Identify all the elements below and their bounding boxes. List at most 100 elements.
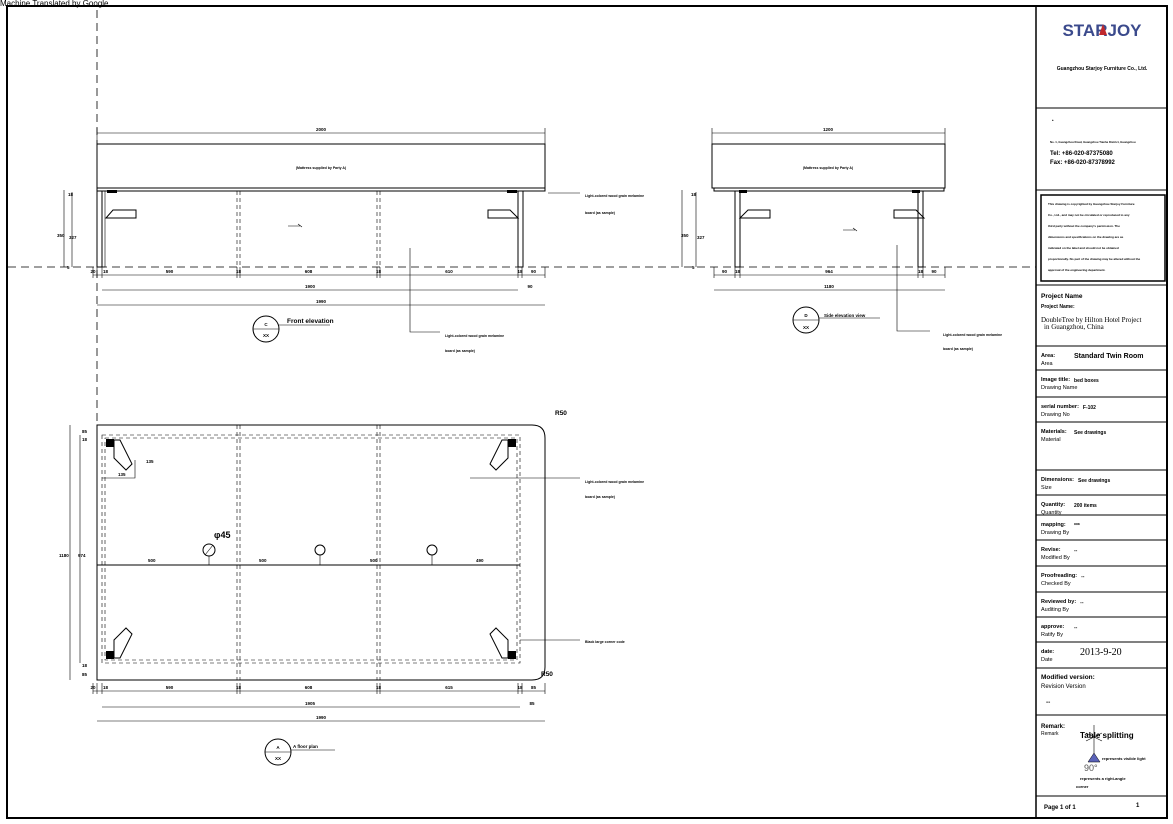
field-label: Project Name: [1041, 304, 1075, 310]
field-label: Project Name [1041, 293, 1083, 300]
dimension-value: 615 [445, 685, 453, 690]
dim-5: 5 [692, 265, 695, 270]
mattress-note: (Mattress supplied by Party A) [803, 166, 853, 170]
revise-label-en: Modified By [1041, 555, 1070, 561]
date-label: date: [1041, 649, 1054, 655]
dim-327: 327 [697, 235, 705, 240]
dim-5: 5 [67, 265, 70, 270]
serial-label-en: Drawing No [1041, 412, 1070, 418]
mapping-value: *** [1074, 523, 1080, 529]
view-ref: XX [803, 325, 809, 330]
dim-18: 18 [82, 437, 88, 442]
dim-135: 135 [118, 472, 126, 477]
dim-85: 85 [529, 701, 535, 706]
dim-18: 18 [691, 192, 697, 197]
corner-bracket [738, 209, 771, 219]
view-letter: A [276, 745, 280, 750]
remark-label: Remark: [1041, 724, 1065, 730]
quantity-label: Quantity: [1041, 502, 1065, 508]
dim-1180: 1180 [59, 553, 69, 558]
materials-label: Materials: [1041, 429, 1067, 435]
corner-bracket [113, 627, 133, 659]
dimensions-value: See drawings [1078, 478, 1110, 484]
front-elevation: 2000 (Mattress supplied by Party A) 18 3… [57, 127, 644, 353]
dimension-value: 90 [931, 269, 937, 274]
dimension-value: 18 [103, 269, 109, 274]
view-letter: D [804, 313, 808, 318]
copyright-text: Co., Ltd., and may not be circulated or … [1048, 213, 1130, 217]
title-block: STARJOY Guangzhou Starjoy Furniture Co.,… [1035, 6, 1167, 818]
dimension-value: 20 [90, 269, 96, 274]
leader-text: board (as sample) [585, 211, 615, 215]
copyright-text: proportionally. No part of the drawing m… [1048, 257, 1140, 261]
leader-text: Light-colored wood grain melamine [445, 334, 504, 338]
mapping-label-en: Drawing By [1041, 530, 1069, 536]
copyright-text: dimensions and specifications on the dra… [1048, 235, 1124, 239]
copyright-text: This drawing is copyrighted by Guangzhou… [1048, 202, 1135, 206]
copyright-text: approval of the engineering department. [1048, 268, 1106, 272]
copyright-text: indicated on the label and should not be… [1048, 246, 1119, 250]
leader-text: board (as sample) [585, 495, 615, 499]
proof-label: Proofreading: [1041, 573, 1077, 579]
view-title: Side elevation view [824, 313, 866, 318]
dimension-value: 18 [236, 269, 242, 274]
modified-label: Modified version: [1041, 674, 1095, 681]
leader-text: Light-colored wood grain melamine [585, 194, 644, 198]
area-label: Area: [1041, 353, 1055, 359]
corner-bracket [104, 209, 137, 219]
materials-value: See drawings [1074, 430, 1106, 436]
area-label-en: Area [1041, 361, 1054, 367]
image_title-label: Image title: [1041, 377, 1070, 383]
dimension-value: 590 [166, 269, 174, 274]
materials-label-en: Material [1041, 437, 1061, 443]
view-ref: XX [275, 756, 281, 761]
modified-label-en: Revision Version [1041, 684, 1086, 690]
dim-85: 85 [82, 429, 88, 434]
dim-hole-diameter: φ45 [214, 530, 230, 540]
leader-text: Light-colored wood grain melamine [585, 480, 644, 484]
dim-85: 85 [82, 672, 88, 677]
dimension-value: 590 [166, 685, 174, 690]
dimension-value: 20 [90, 685, 96, 690]
dim-1180: 1180 [824, 284, 834, 289]
approve-value: -- [1074, 625, 1078, 631]
dim-350: 350 [681, 233, 689, 238]
dimension-value: 18 [376, 269, 382, 274]
copyright-text: third party without the company's permis… [1048, 224, 1120, 228]
remark-text: represents visible light [1102, 756, 1146, 761]
company-fax: Fax: +86-020-87378992 [1050, 160, 1116, 166]
corner-bracket [113, 439, 133, 471]
corner-bracket [489, 627, 509, 659]
view-letter: C [264, 322, 268, 327]
area-value: Standard Twin Room [1074, 353, 1143, 360]
leader-text: board (as sample) [943, 347, 973, 351]
company-tel: Tel: +86-020-87375080 [1050, 151, 1113, 157]
vent-hole [426, 544, 438, 556]
dim-90: 90 [527, 284, 533, 289]
dim-327: 327 [69, 235, 77, 240]
mattress-note: (Mattress supplied by Party A) [296, 166, 346, 170]
serial-label: serial number: [1041, 404, 1079, 410]
reviewed-label-en: Auditing By [1041, 607, 1069, 613]
dim-18: 18 [68, 192, 74, 197]
corner-bracket [489, 439, 509, 471]
revise-value: -- [1074, 548, 1078, 554]
dimension-value: 18 [517, 269, 523, 274]
dim-135: 135 [146, 459, 154, 464]
dim-span: 500 [148, 558, 156, 563]
quantity-value: 200 items [1074, 503, 1097, 509]
project-name-value: in Guangzhou, China [1044, 323, 1105, 331]
dimension-value: 90 [531, 269, 537, 274]
dim-span: 500 [259, 558, 267, 563]
view-title: A floor plan [293, 744, 318, 749]
quantity-label-en: Quantity [1041, 510, 1062, 516]
plan-outline [96, 424, 546, 681]
revise-label: Revise: [1041, 547, 1061, 553]
proof-value: -- [1081, 574, 1085, 580]
dimension-value: 964 [825, 269, 833, 274]
dimensions-label: Dimensions: [1041, 477, 1074, 483]
remark-angle: 90° [1084, 763, 1098, 773]
bullet: • [1052, 118, 1054, 123]
remark-label-en: Remark [1041, 731, 1059, 737]
